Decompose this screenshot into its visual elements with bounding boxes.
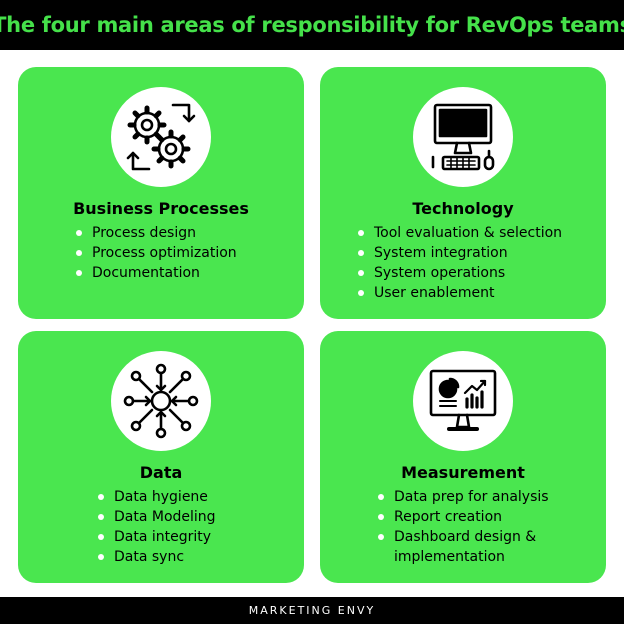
card-title: Measurement (401, 463, 525, 482)
list-item: Process design (76, 223, 237, 243)
card-technology: Technology Tool evaluation & selection S… (320, 67, 606, 319)
analytics-monitor-icon (413, 351, 513, 451)
list-item: Data sync (98, 547, 216, 567)
list-item: Dashboard design & implementation (378, 527, 584, 567)
page-title: The four main areas of responsibility fo… (0, 13, 624, 37)
header-bar: The four main areas of responsibility fo… (0, 0, 624, 50)
card-item-list: Data prep for analysis Report creation D… (378, 487, 584, 567)
list-item: Tool evaluation & selection (358, 223, 562, 243)
brand-footer: MARKETING ENVY (248, 604, 376, 617)
data-network-icon (111, 351, 211, 451)
list-item: System operations (358, 263, 562, 283)
list-item: Data Modeling (98, 507, 216, 527)
list-item: System integration (358, 243, 562, 263)
list-item: Data integrity (98, 527, 216, 547)
list-item: Data hygiene (98, 487, 216, 507)
list-item: User enablement (358, 283, 562, 303)
card-title: Data (139, 463, 183, 482)
list-item: Process optimization (76, 243, 237, 263)
list-item: Report creation (378, 507, 584, 527)
card-data: Data Data hygiene Data Modeling Data int… (18, 331, 304, 583)
list-item: Documentation (76, 263, 237, 283)
footer-bar: MARKETING ENVY (0, 597, 624, 624)
card-item-list: Tool evaluation & selection System integ… (358, 223, 562, 303)
card-title: Technology (412, 199, 514, 218)
gears-process-icon (111, 87, 211, 187)
card-business-processes: Business Processes Process design Proces… (18, 67, 304, 319)
card-item-list: Process design Process optimization Docu… (76, 223, 237, 283)
card-item-list: Data hygiene Data Modeling Data integrit… (98, 487, 216, 567)
card-title: Business Processes (73, 199, 249, 218)
list-item: Data prep for analysis (378, 487, 584, 507)
card-measurement: Measurement Data prep for analysis Repor… (320, 331, 606, 583)
computer-workstation-icon (413, 87, 513, 187)
